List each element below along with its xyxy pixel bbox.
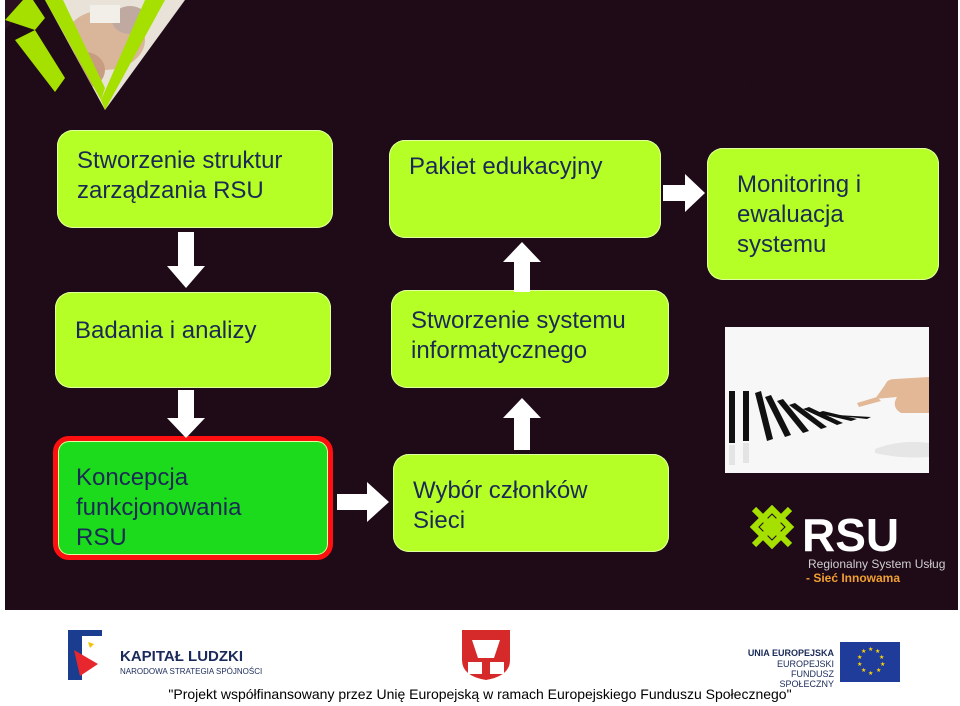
box-text: Badania i analizy: [75, 317, 257, 344]
box-text: Wybór członków: [413, 477, 588, 504]
box-system-informatyczny: Stworzenie systemu informatycznego: [391, 290, 669, 388]
eu-line3: FUNDUSZ SPOŁECZNY: [779, 669, 834, 689]
svg-text:★: ★: [861, 667, 866, 674]
box-text: systemu: [737, 231, 827, 258]
domino-hand-photo: [725, 327, 929, 473]
svg-text:★: ★: [868, 670, 873, 677]
box-text: RSU: [76, 524, 127, 551]
box-monitoring: Monitoring i ewaluacja systemu: [707, 148, 939, 280]
people-photo: [5, 0, 185, 110]
svg-text:★: ★: [857, 654, 862, 661]
box-text: Pakiet edukacyjny: [409, 153, 603, 180]
svg-text:★: ★: [876, 667, 881, 674]
arrow-down-icon: [167, 232, 205, 288]
arrow-right-icon: [663, 174, 705, 212]
coat-of-arms-icon: [462, 630, 510, 680]
rsu-logo-knot-icon: RSU Regionalny System Usług - Sieć Innow…: [750, 505, 945, 585]
svg-text:★: ★: [857, 661, 862, 668]
rsu-logo-text: RSU: [802, 509, 899, 561]
footer: KAPITAŁ LUDZKI NARODOWA STRATEGIA SPÓJNO…: [0, 610, 960, 706]
box-text: Stworzenie struktur: [77, 147, 283, 174]
diagram-stage: Stworzenie struktur zarządzania RSU Paki…: [5, 0, 958, 610]
svg-text:★: ★: [861, 648, 866, 655]
svg-text:★: ★: [879, 654, 884, 661]
page-title: ETAPY PRAC: [725, 64, 888, 94]
box-text: Monitoring i: [737, 171, 862, 198]
arrow-up-icon: [503, 242, 541, 292]
rsu-logo-line1: Regionalny System Usług: [808, 557, 945, 571]
svg-text:★: ★: [880, 661, 885, 668]
box-text: informatycznego: [411, 337, 588, 364]
box-text: Koncepcja: [76, 464, 189, 491]
arrow-down-icon: [167, 390, 205, 438]
arrow-up-icon: [503, 398, 541, 450]
box-text: funkcjonowania: [76, 494, 242, 521]
eu-line1: UNIA EUROPEJSKA: [747, 648, 834, 658]
box-text: Stworzenie systemu: [411, 307, 626, 334]
kapital-ludzki-logo-icon: [68, 630, 102, 680]
box-koncepcja: Koncepcja funkcjonowania RSU: [53, 436, 333, 560]
rsu-logo-line2: - Sieć Innowama: [806, 571, 900, 585]
arrow-right-icon: [337, 482, 389, 522]
eu-flag-icon: ★★★ ★★★ ★★★ ★: [840, 642, 900, 682]
kapital-ludzki-title: KAPITAŁ LUDZKI: [120, 648, 244, 665]
box-text: zarządzania RSU: [77, 177, 264, 204]
svg-text:★: ★: [875, 648, 880, 655]
box-pakiet-edukacyjny: Pakiet edukacyjny: [389, 140, 661, 238]
box-wybor-czlonkow: Wybór członków Sieci: [393, 454, 669, 552]
kapital-ludzki-subtitle: NARODOWA STRATEGIA SPÓJNOŚCI: [120, 667, 263, 676]
footer-caption: "Projekt współfinansowany przez Unię Eur…: [168, 686, 792, 702]
box-text: Sieci: [413, 507, 466, 534]
eu-line2: EUROPEJSKI: [776, 659, 834, 669]
box-stworzenie-struktur: Stworzenie struktur zarządzania RSU: [57, 130, 333, 228]
box-badania: Badania i analizy: [55, 292, 331, 388]
svg-text:★: ★: [868, 646, 873, 653]
box-text: ewaluacja: [737, 201, 844, 228]
